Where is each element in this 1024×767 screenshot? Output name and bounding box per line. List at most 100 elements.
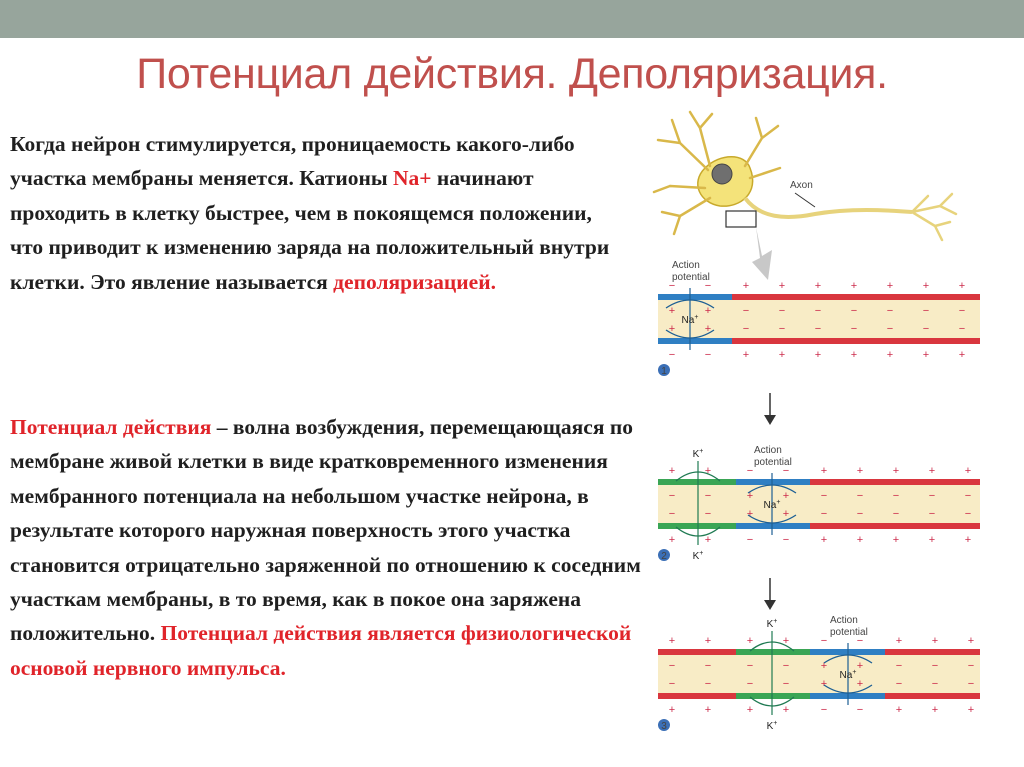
inner-charge-sign: − <box>821 490 827 502</box>
depolarization-term: деполяризацией. <box>333 269 496 294</box>
k-ion-label-top: K+ <box>693 448 704 460</box>
na-cation-term: Na+ <box>393 166 432 191</box>
outer-charge-sign: − <box>857 635 863 647</box>
inner-charge-sign: + <box>705 323 711 335</box>
inner-charge-sign: + <box>783 508 789 520</box>
inner-charge-sign: − <box>851 305 857 317</box>
inner-charge-sign: − <box>932 660 938 672</box>
axon-panel-3: +−−++−−++−−++−−+−++−−++−+−−++−−++−−+Na+K… <box>658 615 980 732</box>
k-ion-label-top: K+ <box>767 618 778 630</box>
axoplasm <box>658 653 980 695</box>
action-potential-diagram: Axon −++−−++−+−−++−−++−−++−−++−−++−−++−−… <box>650 108 990 758</box>
membrane-bottom-resting <box>885 693 980 699</box>
outer-charge-sign: + <box>821 534 827 546</box>
inner-charge-sign: − <box>857 490 863 502</box>
outer-charge-sign: + <box>669 704 675 716</box>
outer-charge-sign: + <box>747 635 753 647</box>
inner-charge-sign: − <box>821 508 827 520</box>
membrane-top-resting <box>732 294 980 300</box>
inner-charge-sign: + <box>821 678 827 690</box>
outer-charge-sign: + <box>705 534 711 546</box>
membrane-top-depolarized <box>736 479 810 485</box>
outer-charge-sign: + <box>959 349 965 361</box>
neuron-illustration <box>652 110 958 280</box>
outer-charge-sign: + <box>965 465 971 477</box>
outer-charge-sign: + <box>932 635 938 647</box>
action-potential-label: Action <box>830 615 858 626</box>
outer-charge-sign: + <box>669 465 675 477</box>
outer-charge-sign: + <box>705 704 711 716</box>
inner-charge-sign: − <box>929 490 935 502</box>
outer-charge-sign: + <box>965 534 971 546</box>
inner-charge-sign: − <box>893 490 899 502</box>
outer-charge-sign: + <box>851 349 857 361</box>
membrane-bottom-repolarized <box>658 523 736 529</box>
membrane-bottom-depolarized <box>736 523 810 529</box>
p1-text-2: начинают проходить в клетку быстрее, чем… <box>10 166 610 294</box>
membrane-top-repolarized <box>736 649 810 655</box>
membrane-top-resting <box>810 479 980 485</box>
inner-charge-sign: − <box>815 305 821 317</box>
k-ion-label-bottom: K+ <box>693 550 704 562</box>
outer-charge-sign: + <box>968 635 974 647</box>
inner-charge-sign: − <box>743 323 749 335</box>
inner-charge-sign: + <box>747 508 753 520</box>
action-potential-label: potential <box>672 272 710 283</box>
step-number: 2 <box>661 551 667 562</box>
conclusion-text: Потенциал действия является физиологичес… <box>10 621 632 680</box>
outer-charge-sign: − <box>747 534 753 546</box>
outer-charge-sign: + <box>815 280 821 292</box>
inner-charge-sign: + <box>857 678 863 690</box>
outer-charge-sign: − <box>705 349 711 361</box>
step-number: 1 <box>661 366 667 377</box>
outer-charge-sign: + <box>857 465 863 477</box>
inner-charge-sign: − <box>783 678 789 690</box>
inner-charge-sign: − <box>965 490 971 502</box>
membrane-top-depolarized <box>658 294 732 300</box>
inner-charge-sign: + <box>783 490 789 502</box>
outer-charge-sign: + <box>923 280 929 292</box>
membrane-top-resting <box>885 649 980 655</box>
outer-charge-sign: − <box>747 465 753 477</box>
axon-panel-1: −++−−++−+−−++−−++−−++−−++−−++−−++−−+Na+A… <box>658 260 980 425</box>
outer-charge-sign: + <box>923 349 929 361</box>
membrane-bottom-depolarized <box>658 338 732 344</box>
inner-charge-sign: − <box>747 660 753 672</box>
outer-charge-sign: + <box>669 534 675 546</box>
outer-charge-sign: + <box>932 704 938 716</box>
inner-charge-sign: − <box>783 660 789 672</box>
axoplasm <box>658 298 980 340</box>
na-flow-arrows <box>823 654 873 694</box>
inner-charge-sign: − <box>887 323 893 335</box>
inner-charge-sign: − <box>815 323 821 335</box>
step-marker <box>658 719 670 731</box>
outer-charge-sign: − <box>821 704 827 716</box>
inner-charge-sign: − <box>959 323 965 335</box>
outer-charge-sign: + <box>896 635 902 647</box>
inner-charge-sign: − <box>705 508 711 520</box>
action-potential-label: potential <box>754 457 792 468</box>
membrane-bottom-resting <box>732 338 980 344</box>
outer-charge-sign: + <box>743 349 749 361</box>
outer-charge-sign: − <box>783 534 789 546</box>
outer-charge-sign: − <box>705 280 711 292</box>
outer-charge-sign: − <box>821 635 827 647</box>
p2-text-1: – волна возбуждения, перемещающаяся по м… <box>10 415 641 646</box>
action-potential-label: Action <box>754 445 782 456</box>
outer-charge-sign: − <box>783 465 789 477</box>
inner-charge-sign: − <box>968 678 974 690</box>
p1-text-1: Когда нейрон стимулируется, проницаемост… <box>10 132 575 191</box>
inner-charge-sign: − <box>669 508 675 520</box>
membrane-bottom-resting <box>658 693 736 699</box>
inner-charge-sign: − <box>705 660 711 672</box>
k-flow-arrows <box>749 641 795 707</box>
outer-charge-sign: + <box>743 280 749 292</box>
inner-charge-sign: − <box>747 678 753 690</box>
na-flow-arrows <box>665 299 715 339</box>
outer-charge-sign: + <box>747 704 753 716</box>
axoplasm <box>658 483 980 525</box>
outer-charge-sign: + <box>887 280 893 292</box>
k-ion-label-bottom: K+ <box>767 720 778 732</box>
step-marker <box>658 364 670 376</box>
inner-charge-sign: − <box>887 305 893 317</box>
